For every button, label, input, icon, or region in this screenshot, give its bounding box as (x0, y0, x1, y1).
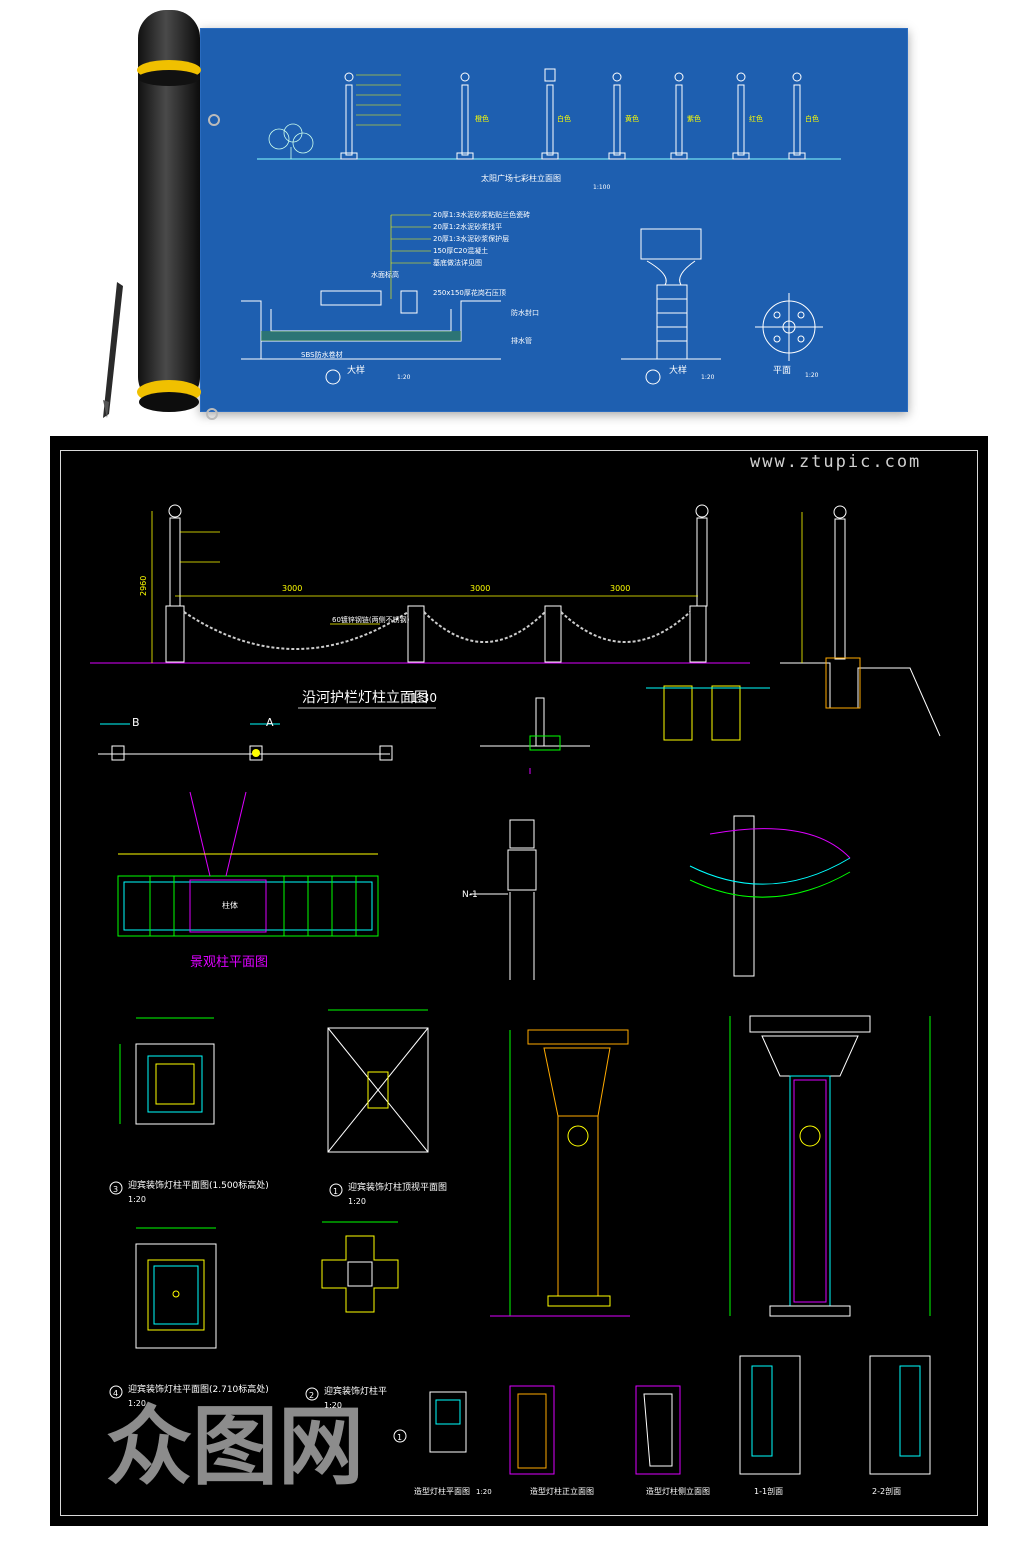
pillar-2 (456, 72, 474, 160)
plan-scale: 1:20 (805, 372, 819, 379)
color-label-3: 黄色 (625, 114, 639, 123)
pillar-4 (608, 72, 626, 160)
landscape-plan-title: 景观柱平面图 (190, 955, 268, 970)
pillar-3 (541, 68, 559, 160)
circle-num-3: 3 (113, 1185, 118, 1194)
detail-note-8: 防水封口 (511, 308, 539, 317)
curved-detail (689, 815, 851, 977)
cad-drawing: 3000 3000 3000 2960 60镀锌钢链(两侧不锈钢) 沿河护栏灯柱… (90, 504, 941, 1497)
color-label-1: 橙色 (475, 114, 489, 123)
elevation-scale: 1:100 (593, 184, 610, 191)
plan2-drawing (321, 1221, 399, 1313)
cad-sheet-frame (60, 450, 978, 1516)
circle-num-bottom: 1 (397, 1433, 402, 1442)
detail-note-9: 排水管 (511, 336, 532, 345)
section-mark-b: B (132, 716, 140, 729)
color-label-6: 白色 (805, 114, 819, 123)
small-detail-2 (646, 685, 770, 741)
detail-note-5: 基底做法详见图 (433, 258, 482, 267)
detail-note-1: 20厚1:3水泥砂浆粘贴兰色瓷砖 (433, 210, 530, 219)
ring-top-icon (208, 114, 220, 126)
bottom-title-1: 造型灯柱平面图 (414, 1486, 470, 1496)
elevation-title: 太阳广场七彩柱立面图 (481, 173, 561, 183)
pen-icon (103, 282, 123, 418)
n1-column (470, 819, 537, 980)
plan-title: 平面 (773, 365, 791, 376)
detail-note-6: 水面标高 (371, 270, 399, 279)
plan1-scale: 1:20 (348, 1197, 366, 1206)
bottom-row-drawings (429, 1355, 931, 1475)
section-marks-row (98, 723, 393, 761)
circle-num-1: 1 (333, 1187, 338, 1196)
color-label-5: 红色 (749, 114, 763, 123)
plan3-drawing (119, 1017, 215, 1125)
railing-height: 2960 (139, 576, 148, 596)
bottom-title-3: 造型灯柱侧立面图 (646, 1486, 710, 1496)
cad-sheet (50, 436, 988, 1526)
tree-symbol (268, 123, 314, 159)
railing-scale: 1:30 (410, 691, 437, 705)
plan-circle (755, 293, 823, 361)
bottom-title-2: 造型灯柱正立面图 (530, 1486, 594, 1496)
detail2-title: 大样 (669, 364, 687, 376)
watermark-logo: 众图网 (106, 1397, 364, 1497)
detail-note-3: 20厚1:3水泥砂浆保护层 (433, 234, 509, 243)
color-label-2: 白色 (557, 114, 571, 123)
detail1-title: 大样 (347, 364, 365, 376)
chain-note: 60镀锌钢链(两侧不锈钢) (332, 615, 410, 624)
side-elevation (780, 505, 941, 737)
landscape-plan-label: 柱体 (222, 900, 238, 910)
color-label-4: 紫色 (687, 114, 701, 123)
watermark-url: www.ztupic.com (750, 452, 922, 472)
detail2-scale: 1:20 (701, 374, 715, 381)
plan4-scale: 1:20 (128, 1399, 146, 1408)
plan1-title: 迎宾装饰灯柱顶视平面图 (348, 1181, 447, 1193)
detail2-pillar (621, 228, 721, 360)
blueprint-sheet: 橙色 白色 黄色 紫色 红色 白色 太阳广场七彩柱立面图 1:100 20厚1:… (200, 28, 908, 412)
plan4-title: 迎宾装饰灯柱平面图(2.710标高处) (128, 1383, 269, 1395)
column-front-elevation (490, 1029, 630, 1317)
detail-note-4: 150厚C20混凝土 (433, 246, 488, 255)
railing-elevation (90, 504, 750, 664)
column-section-elevation (729, 1015, 931, 1317)
n1-mark: N-1 (462, 890, 478, 900)
blueprint-drawing: 橙色 白色 黄色 紫色 红色 白色 太阳广场七彩柱立面图 1:100 20厚1:… (241, 68, 841, 385)
plan2-scale: 1:20 (324, 1401, 342, 1410)
detail-note-10: SBS防水卷材 (301, 350, 343, 359)
bottom-title-4: 1-1剖面 (754, 1486, 783, 1496)
pillar-5 (670, 72, 688, 160)
plan2-title: 迎宾装饰灯柱平 (324, 1385, 387, 1397)
bottom-scale: 1:20 (476, 1488, 492, 1496)
circle-num-2: 2 (309, 1391, 314, 1400)
plan1-drawing (327, 1009, 429, 1153)
section-mark-a: A (266, 716, 274, 729)
ring-bottom-icon (206, 408, 218, 420)
railing-span-1: 3000 (282, 584, 302, 593)
railing-span-2: 3000 (470, 584, 490, 593)
pillar-7 (788, 72, 806, 160)
plan3-title: 迎宾装饰灯柱平面图(1.500标高处) (128, 1179, 269, 1191)
circle-num-4: 4 (113, 1389, 118, 1398)
detail1-scale: 1:20 (397, 374, 411, 381)
bottom-title-5: 2-2剖面 (872, 1486, 901, 1496)
landscape-column-plan (117, 791, 379, 937)
plan3-scale: 1:20 (128, 1195, 146, 1204)
railing-title: 沿河护栏灯柱立面图 (302, 690, 428, 706)
railing-span-3: 3000 (610, 584, 630, 593)
detail1-section (241, 290, 501, 360)
detail-note-7: 250x150厚花岗石压顶 (433, 288, 506, 297)
scroll-roller (137, 10, 220, 420)
pillar-1 (340, 72, 358, 160)
detail-note-2: 20厚1:2水泥砂浆找平 (433, 222, 502, 231)
pillar-6 (732, 72, 750, 160)
small-detail-1 (480, 697, 590, 774)
plan4-drawing (135, 1227, 217, 1349)
